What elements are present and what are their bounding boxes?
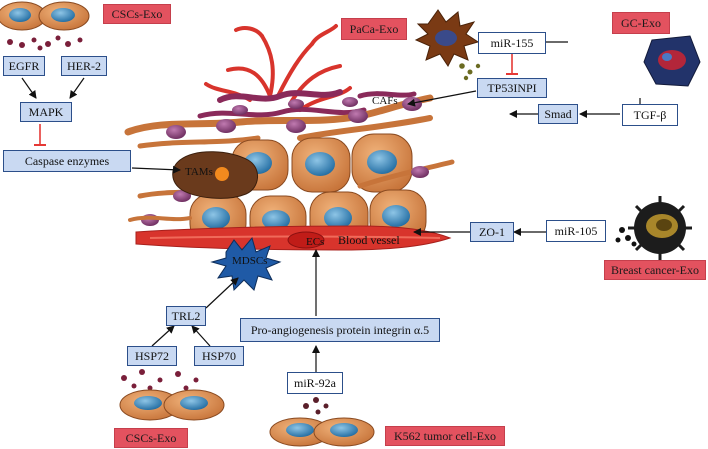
cafs-label: CAFs <box>372 95 398 107</box>
blood-vessel <box>135 225 452 251</box>
gc-exo-cell <box>643 35 701 87</box>
arrows <box>21 77 620 372</box>
k562-exo-label: K562 tumor cell-Exo <box>385 426 505 446</box>
integrin-box: Pro-angiogenesis protein integrin α.5 <box>240 318 440 342</box>
tams-label: TAMs <box>185 166 213 178</box>
paca-exo-label: PaCa-Exo <box>341 18 407 40</box>
mdsc-cell <box>210 236 282 292</box>
zo1-box: ZO-1 <box>470 222 514 242</box>
tam-macrophage <box>172 151 258 199</box>
cscs-exo-top-label: CSCs-Exo <box>103 4 171 24</box>
mir105-box: miR-105 <box>546 220 606 242</box>
inhibit-mir155-tp53inp1 <box>506 54 518 75</box>
mdscs-label: MDSCs <box>232 255 268 267</box>
tp53inp1-box: TP53INPI <box>477 78 547 98</box>
ecs-label: ECs <box>306 236 325 248</box>
arrow-her2-mapk <box>69 77 85 99</box>
inhibit-mapk-caspase <box>34 124 46 146</box>
arrow-egfr-mapk <box>21 77 37 99</box>
arrow-hsp72-trl2 <box>151 325 175 347</box>
hsp70-box: HSP70 <box>194 346 244 366</box>
arrow-hsp70-trl2 <box>191 325 211 347</box>
tgf-beta-box: TGF-β <box>622 104 678 126</box>
paca-exo-cell <box>414 9 481 81</box>
blood-vessel-label: Blood vessel <box>338 233 400 247</box>
gc-exo-label: GC-Exo <box>612 12 670 34</box>
her2-box: HER-2 <box>61 56 107 76</box>
cafs-fibers <box>197 89 417 119</box>
mir92a-box: miR-92a <box>287 372 343 394</box>
smad-box: Smad <box>538 104 578 124</box>
hsp72-box: HSP72 <box>127 346 177 366</box>
tumor-microenvironment <box>124 24 455 292</box>
cscs-exo-cells-top <box>0 1 90 51</box>
breast-cancer-exo-label: Breast cancer-Exo <box>604 260 706 280</box>
cscs-exo-cells-bottom <box>119 369 225 421</box>
cscs-exo-bottom-label: CSCs-Exo <box>114 428 188 448</box>
arrow-caspase-tams <box>131 165 181 174</box>
mapk-box: MAPK <box>20 102 72 122</box>
caspase-enzymes-box: Caspase enzymes <box>3 150 131 172</box>
trl2-box: TRL2 <box>166 306 206 326</box>
breast-cancer-exo-cell <box>615 196 692 260</box>
arrow-tp53inp1-cafs <box>407 90 477 107</box>
egfr-box: EGFR <box>3 56 45 76</box>
arrow-trl2-mdscs <box>205 277 239 309</box>
k562-exo-cells <box>269 397 375 447</box>
mir155-box: miR-155 <box>478 32 546 54</box>
